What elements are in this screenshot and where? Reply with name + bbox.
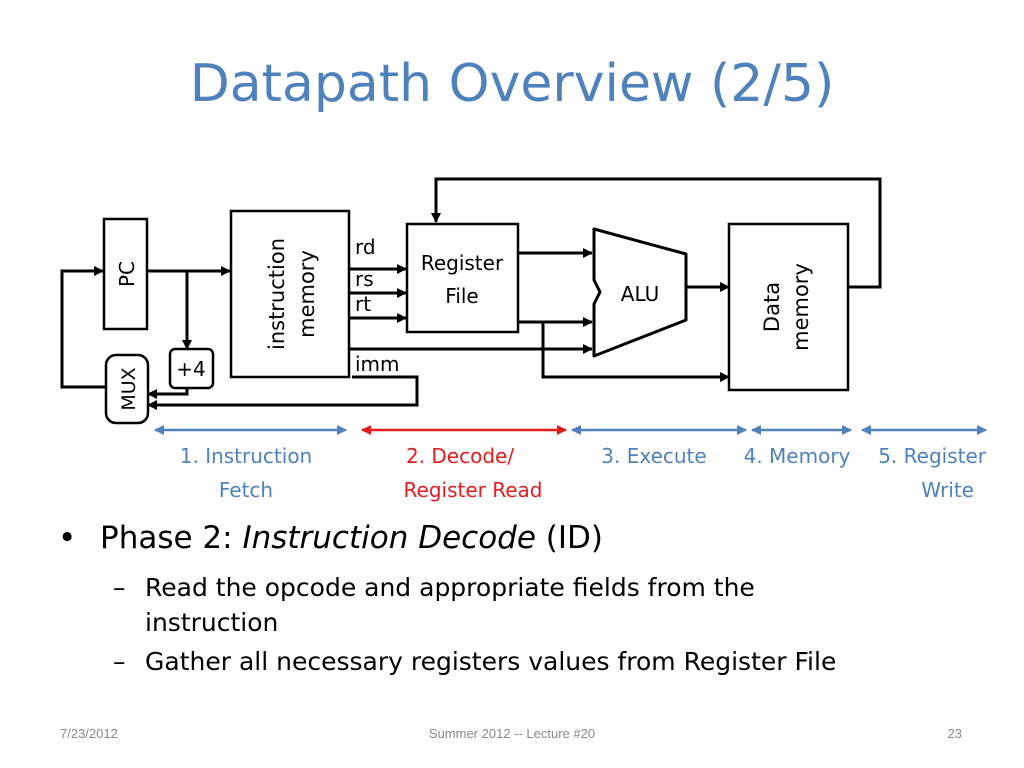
bullet-phase-suffix: (ID) bbox=[535, 520, 603, 556]
data-memory-label-2: memory bbox=[789, 263, 813, 351]
data-memory-label-1: Data bbox=[760, 282, 784, 332]
stage-5-label-line2: Write bbox=[921, 478, 974, 502]
slide-title: Datapath Overview (2/5) bbox=[189, 54, 835, 114]
instruction-memory-block: instruction memory bbox=[229, 209, 351, 379]
dash-icon: – bbox=[113, 573, 126, 602]
imm-to-mux-wire bbox=[147, 375, 419, 410]
pc-label: PC bbox=[115, 261, 139, 287]
field-rs-label: rs bbox=[355, 267, 374, 291]
mux-block: MUX bbox=[104, 353, 150, 425]
wires bbox=[60, 177, 882, 410]
footer-center: Summer 2012 -- Lecture #20 bbox=[428, 726, 596, 741]
plus4-label: +4 bbox=[176, 357, 205, 381]
stage-5-label-line1: 5. Register bbox=[878, 444, 987, 468]
bullet-dot-icon: • bbox=[58, 520, 77, 556]
footer-date: 7/23/2012 bbox=[60, 726, 118, 741]
field-imm-label: imm bbox=[355, 352, 400, 376]
field-rd-label: rd bbox=[355, 235, 376, 259]
bullet-phase: • Phase 2: Instruction Decode (ID) bbox=[58, 520, 958, 556]
regfile-to-dmem-wire bbox=[541, 322, 730, 382]
register-file-label-2: File bbox=[445, 284, 478, 308]
sub-bullet-read: – Read the opcode and appropriate fields… bbox=[113, 570, 958, 640]
plus4-block: +4 bbox=[168, 347, 215, 390]
instruction-memory-label-1: instruction bbox=[265, 238, 289, 350]
pc-block: PC bbox=[102, 217, 149, 331]
bullet-phase-prefix: Phase 2: bbox=[100, 520, 243, 556]
stage-2-label-line1: 2. Decode/ bbox=[406, 444, 514, 468]
stage-1-label-line1: 1. Instruction bbox=[180, 444, 312, 468]
dash-icon: – bbox=[113, 647, 126, 676]
stage-4-label: 4. Memory bbox=[744, 444, 851, 468]
alu-label: ALU bbox=[621, 282, 659, 306]
stage-2-label-line2: Register Read bbox=[404, 478, 543, 502]
plus4-to-mux-wire bbox=[147, 387, 189, 399]
mux-label: MUX bbox=[118, 367, 140, 410]
alu-block: ALU bbox=[592, 227, 688, 358]
sub-bullet-gather-text: Gather all necessary registers values fr… bbox=[145, 647, 837, 676]
sub-bullet-read-text: Read the opcode and appropriate fields f… bbox=[145, 573, 755, 637]
register-file-label-1: Register bbox=[421, 251, 504, 275]
mux-to-pc-wire bbox=[60, 266, 106, 389]
data-memory-block: Data memory bbox=[727, 222, 850, 392]
stage-labels: 1. Instruction Fetch 2. Decode/ Register… bbox=[180, 444, 987, 502]
stage-1-label-line2: Fetch bbox=[219, 478, 273, 502]
writeback-wire bbox=[431, 177, 882, 289]
footer-page-number: 23 bbox=[947, 726, 962, 741]
bullet-list: • Phase 2: Instruction Decode (ID) – Rea… bbox=[58, 520, 958, 679]
stage-3-label: 3. Execute bbox=[601, 444, 706, 468]
instruction-memory-label-2: memory bbox=[295, 250, 319, 338]
datapath-diagram: PC MUX +4 instruction memory rd rs rt im… bbox=[60, 177, 987, 502]
register-file-block: Register File bbox=[405, 222, 520, 334]
bullet-phase-italic: Instruction Decode bbox=[242, 520, 536, 556]
sub-bullet-gather: – Gather all necessary registers values … bbox=[113, 644, 958, 679]
field-rt-label: rt bbox=[355, 292, 371, 316]
